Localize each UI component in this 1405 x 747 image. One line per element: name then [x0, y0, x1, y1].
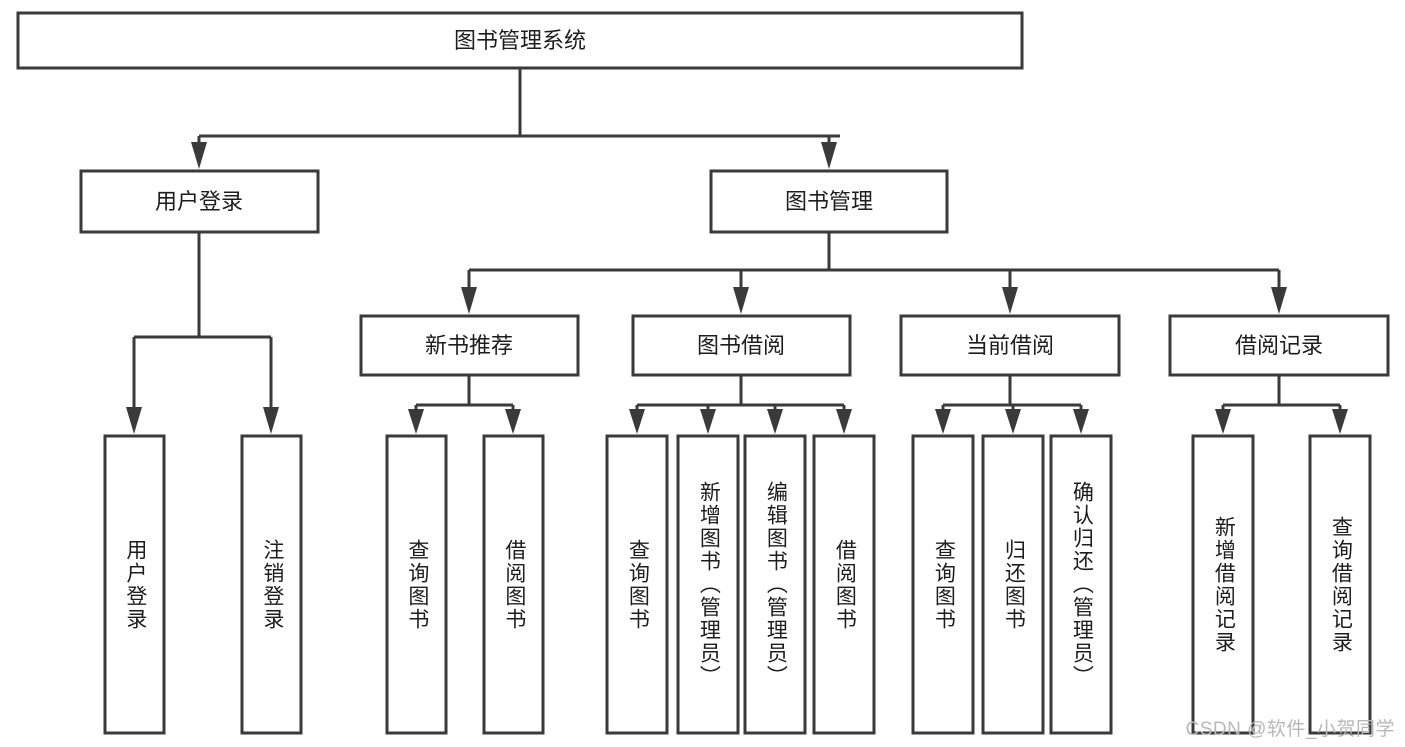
arrow-new-book-leaf-1	[408, 409, 424, 434]
arrow-book-manage-to-borrow-record	[1271, 287, 1287, 314]
arrow-book-borrow-leaf-2	[700, 409, 716, 434]
node-user-login-box[interactable]	[79, 169, 320, 234]
leaf-box-borrow-book-2[interactable]	[812, 434, 876, 735]
arrow-book-manage-to-current-borrow	[1002, 287, 1018, 314]
leaf-box-return-book[interactable]	[981, 434, 1045, 735]
node-root-label: 图书管理系统	[454, 28, 586, 53]
connector-group-borrow-record	[1215, 375, 1348, 434]
connector-group-new-book-recommend	[408, 375, 521, 434]
arrow-book-borrow-leaf-1	[629, 409, 645, 434]
leaf-box-confirm-return[interactable]	[1049, 434, 1113, 735]
connector-group-root	[191, 68, 840, 169]
leaf-box-query-book-1[interactable]	[385, 434, 448, 735]
node-borrow-record-label: 借阅记录	[1235, 333, 1323, 358]
node-new-book-recommend-box[interactable]	[359, 314, 580, 377]
leaf-box-add-record[interactable]	[1191, 434, 1255, 735]
arrow-root-to-user-login	[191, 142, 207, 169]
leaf-box-query-book-2[interactable]	[605, 434, 669, 735]
leaf-box-edit-book[interactable]	[743, 434, 807, 735]
arrow-book-borrow-leaf-3	[767, 409, 783, 434]
node-current-borrow[interactable]: 当前借阅	[899, 314, 1121, 377]
arrow-borrow-record-leaf-2	[1332, 409, 1348, 434]
arrow-root-to-book-manage	[821, 142, 837, 169]
arrow-user-login-leaf-1	[126, 407, 142, 434]
node-new-book-recommend[interactable]: 新书推荐	[359, 314, 580, 377]
leaf-box-add-book[interactable]	[676, 434, 740, 735]
node-root-box[interactable]	[16, 11, 1024, 70]
arrow-current-borrow-leaf-2	[1005, 409, 1021, 434]
arrow-book-manage-to-book-borrow	[733, 287, 749, 314]
connector-group-book-manage	[461, 232, 1287, 314]
arrow-book-borrow-leaf-4	[836, 409, 852, 434]
connector-group-current-borrow	[935, 375, 1089, 434]
node-book-borrow-box[interactable]	[631, 314, 852, 377]
leaf-box-logout[interactable]	[240, 434, 303, 735]
watermark-text: CSDN @软件_小贺同学	[1185, 719, 1395, 740]
leaf-boxes	[103, 434, 1372, 735]
leaf-box-query-book-3[interactable]	[911, 434, 975, 735]
connector-group-user-login	[126, 232, 279, 434]
node-user-login[interactable]: 用户登录	[79, 169, 320, 234]
node-borrow-record[interactable]: 借阅记录	[1168, 314, 1390, 377]
node-book-borrow-label: 图书借阅	[697, 333, 785, 358]
node-current-borrow-box[interactable]	[899, 314, 1121, 377]
connector-group-book-borrow	[629, 375, 852, 434]
arrow-current-borrow-leaf-1	[935, 409, 951, 434]
arrow-borrow-record-leaf-1	[1215, 409, 1231, 434]
arrow-book-manage-to-new-book	[461, 287, 477, 314]
leaf-box-borrow-book-1[interactable]	[482, 434, 545, 735]
node-borrow-record-box[interactable]	[1168, 314, 1390, 377]
arrow-user-login-leaf-2	[263, 407, 279, 434]
node-book-manage-box[interactable]	[709, 169, 949, 234]
node-current-borrow-label: 当前借阅	[966, 333, 1054, 358]
arrow-new-book-leaf-2	[505, 409, 521, 434]
node-root[interactable]: 图书管理系统	[16, 11, 1024, 70]
leaf-box-query-record[interactable]	[1308, 434, 1372, 735]
node-book-manage[interactable]: 图书管理	[709, 169, 949, 234]
node-new-book-recommend-label: 新书推荐	[425, 333, 513, 358]
node-book-borrow[interactable]: 图书借阅	[631, 314, 852, 377]
node-user-login-label: 用户登录	[155, 189, 243, 214]
leaf-box-user-login[interactable]	[103, 434, 166, 735]
node-book-manage-label: 图书管理	[785, 189, 873, 214]
arrow-current-borrow-leaf-3	[1073, 409, 1089, 434]
